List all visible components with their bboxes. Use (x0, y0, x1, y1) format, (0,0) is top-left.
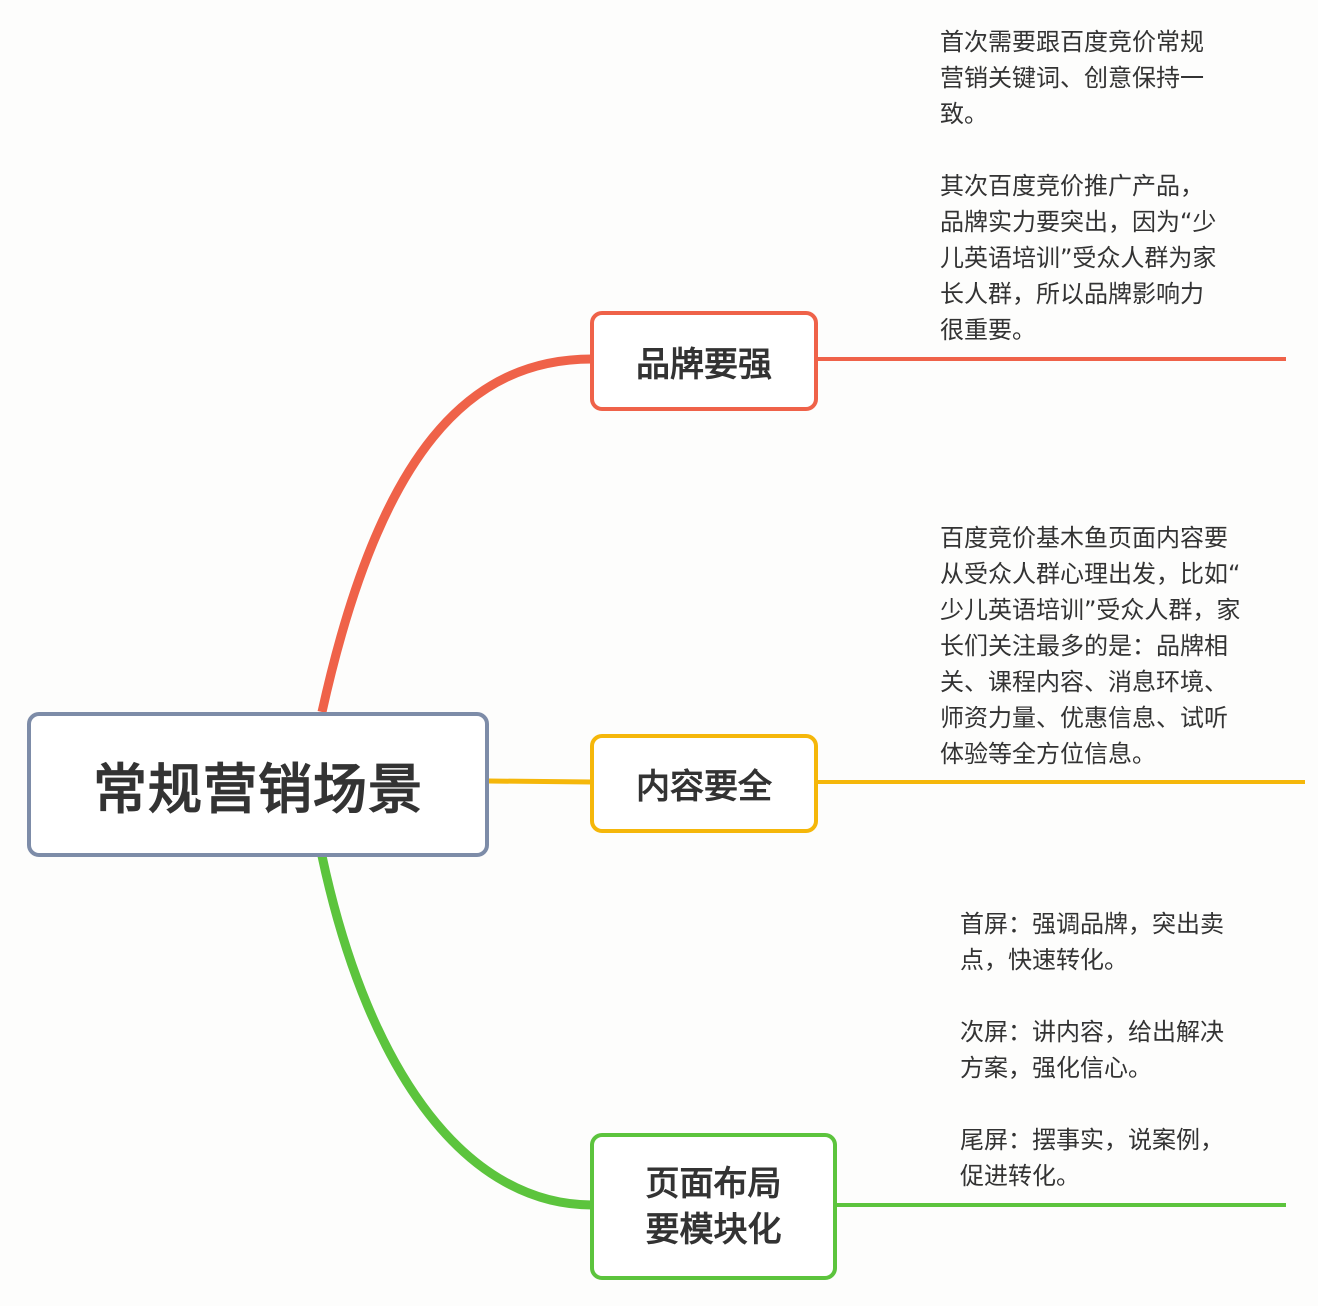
topic-label: 内容要全 (636, 767, 772, 807)
note-line: 从受众人群心理出发，比如“ (940, 560, 1241, 588)
connector-brand (317, 354, 593, 713)
note-line: 长人群，所以品牌影响力 (940, 280, 1204, 308)
note-line: 少儿英语培训”受众人群，家 (940, 596, 1241, 624)
note-line: 关、课程内容、消息环境、 (940, 668, 1228, 696)
note-line: 师资力量、优惠信息、试听 (940, 704, 1228, 732)
note-line: 很重要。 (940, 316, 1036, 344)
note-line: 营销关键词、创意保持一 (940, 64, 1204, 92)
note-line: 点，快速转化。 (960, 946, 1128, 974)
note-line: 其次百度竞价推广产品， (940, 172, 1204, 200)
connector-layout (317, 855, 593, 1210)
topic-label: 页面布局 (645, 1163, 782, 1204)
note-layout: 首屏：强调品牌，突出卖 点，快速转化。 次屏：讲内容，给出解决 方案，强化信心。… (960, 906, 1224, 1194)
topic-content[interactable]: 内容要全 (590, 734, 818, 833)
note-line: 首屏：强调品牌，突出卖 (960, 910, 1224, 938)
root-topic[interactable]: 常规营销场景 (27, 712, 489, 857)
note-line: 体验等全方位信息。 (940, 740, 1156, 768)
note-content: 百度竞价基木鱼页面内容要 从受众人群心理出发，比如“ 少儿英语培训”受众人群，家… (940, 520, 1240, 772)
connector-content (488, 778, 593, 785)
note-line: 百度竞价基木鱼页面内容要 (940, 524, 1228, 552)
note-line: 长们关注最多的是：品牌相 (940, 632, 1228, 660)
note-line: 儿英语培训”受众人群为家 (940, 244, 1217, 272)
topic-label: 品牌要强 (636, 344, 772, 385)
root-topic-label: 常规营销场景 (93, 758, 423, 821)
note-brand: 首次需要跟百度竞价常规 营销关键词、创意保持一 致。 其次百度竞价推广产品， 品… (940, 24, 1216, 348)
topic-layout[interactable]: 页面布局 要模块化 (590, 1133, 837, 1280)
note-line: 次屏：讲内容，给出解决 (960, 1018, 1224, 1046)
note-line: 尾屏：摆事实，说案例， (960, 1126, 1224, 1154)
note-line: 致。 (940, 100, 988, 128)
note-line: 首次需要跟百度竞价常规 (940, 28, 1204, 56)
note-line: 促进转化。 (960, 1162, 1080, 1190)
note-line: 品牌实力要突出，因为“少 (940, 208, 1217, 236)
note-line: 方案，强化信心。 (960, 1054, 1152, 1082)
topic-brand[interactable]: 品牌要强 (590, 311, 818, 411)
topic-label: 要模块化 (645, 1209, 782, 1250)
